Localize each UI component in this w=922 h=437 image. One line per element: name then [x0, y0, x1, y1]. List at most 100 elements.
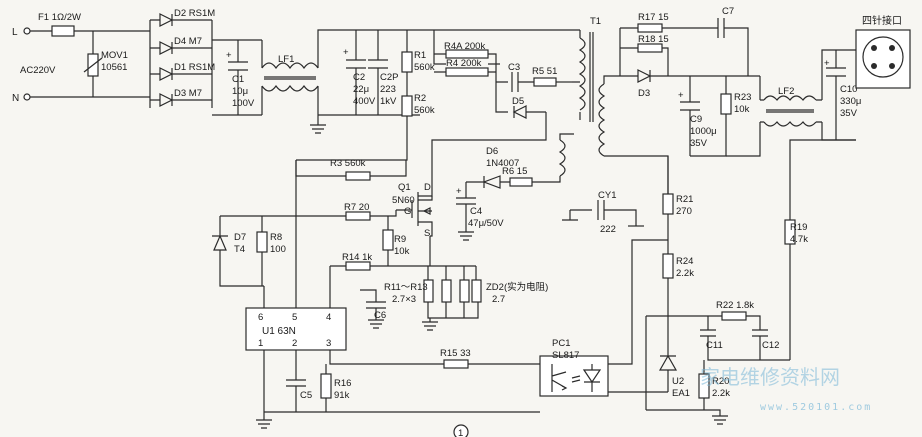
svg-text:LF1: LF1	[278, 54, 294, 65]
label-n: N	[12, 93, 19, 104]
svg-text:100: 100	[270, 244, 286, 255]
svg-text:R23: R23	[734, 92, 751, 103]
svg-text:R14 1k: R14 1k	[342, 252, 372, 263]
svg-text:D3: D3	[638, 88, 650, 99]
svg-text:D6: D6	[486, 146, 498, 157]
svg-text:C7: C7	[722, 6, 734, 17]
mosfet-q1: Q1 5N60 D G S	[392, 182, 433, 239]
svg-text:2.7: 2.7	[492, 294, 505, 305]
svg-text:C3: C3	[508, 62, 520, 73]
svg-text:91k: 91k	[334, 390, 350, 401]
svg-text:EA1: EA1	[672, 388, 690, 399]
svg-text:C5: C5	[300, 390, 312, 401]
svg-text:1: 1	[458, 428, 463, 437]
resistor-r1-r2: R1 560k R2 560k	[296, 30, 435, 161]
resistor-r7: R7 20 R9 10k	[332, 202, 410, 266]
svg-text:R8: R8	[270, 232, 282, 243]
svg-text:47μ/50V: 47μ/50V	[468, 218, 504, 229]
svg-text:R22 1.8k: R22 1.8k	[716, 300, 754, 311]
capacitor-cy1: CY1 222	[562, 190, 644, 235]
svg-text:Q1: Q1	[398, 182, 411, 193]
svg-text:R15 33: R15 33	[440, 348, 471, 359]
optocoupler-pc1: PC1 SL817	[539, 239, 668, 397]
capacitor-c6: C6	[360, 289, 386, 329]
svg-text:R11～R13: R11～R13	[384, 282, 428, 293]
gate-drive-d7-r8: D7 T4 R8 100	[212, 215, 332, 308]
four-pin-connector: 四针接口 R19 4.7k	[784, 14, 911, 360]
capacitor-c2p: C2P 223 1kV	[368, 30, 398, 115]
svg-text:6: 6	[258, 312, 263, 323]
svg-text:LF2: LF2	[778, 86, 794, 97]
svg-text:R16: R16	[334, 378, 351, 389]
current-sense-network: R14 1k R11～R13 2.7×3 ZD2(实为电阻) 2.7	[329, 236, 548, 331]
svg-text:R2: R2	[414, 93, 426, 104]
label-f1: F1 1Ω/2W	[38, 12, 81, 23]
svg-text:22μ: 22μ	[353, 84, 369, 95]
secondary-rectifier: R17 15 R18 15 C7 D3 + C9 1000μ 35V R23 1…	[603, 6, 760, 194]
svg-text:4.7k: 4.7k	[790, 234, 808, 245]
svg-text:2.2k: 2.2k	[712, 388, 730, 399]
svg-text:U2: U2	[672, 376, 684, 387]
resistor-r15: R15 33	[440, 348, 540, 369]
svg-text:R4 200k: R4 200k	[446, 58, 482, 69]
svg-text:+: +	[343, 47, 349, 58]
svg-text:2: 2	[292, 338, 297, 349]
svg-text:R9: R9	[394, 234, 406, 245]
svg-text:+: +	[678, 90, 684, 101]
watermark: 家电维修资料网 www.520101.com	[700, 365, 870, 413]
capacitor-c2: + C2 22μ 400V	[343, 30, 376, 115]
svg-text:R20: R20	[712, 376, 729, 387]
svg-text:3: 3	[326, 338, 331, 349]
svg-text:MOV1: MOV1	[101, 50, 128, 61]
svg-text:R6 15: R6 15	[502, 166, 527, 177]
svg-text:35V: 35V	[690, 138, 708, 149]
resistor-r3: R3 560k	[295, 158, 407, 181]
common-mode-choke-lf1: LF1	[238, 29, 420, 134]
svg-text:S: S	[424, 228, 430, 239]
svg-text:5N60: 5N60	[392, 195, 415, 206]
svg-text:1: 1	[258, 338, 263, 349]
svg-text:G: G	[404, 206, 411, 217]
svg-text:560k: 560k	[414, 105, 435, 116]
fuse-f1	[51, 25, 75, 37]
svg-text:10561: 10561	[101, 62, 127, 73]
svg-text:+: +	[226, 50, 232, 61]
svg-text:10μ: 10μ	[232, 86, 248, 97]
svg-text:10k: 10k	[394, 246, 410, 257]
svg-text:U1 63N: U1 63N	[262, 326, 296, 337]
svg-text:PC1: PC1	[552, 338, 570, 349]
svg-text:C11: C11	[706, 340, 723, 351]
snubber-network: R4A 200k R4 200k C3 R5 51 D5	[420, 29, 580, 197]
svg-text:R19: R19	[790, 222, 807, 233]
svg-text:1N4007: 1N4007	[486, 158, 519, 169]
capacitor-c1: + C1 10μ 100V	[212, 39, 255, 116]
svg-text:4: 4	[326, 312, 331, 323]
svg-text:R4A 200k: R4A 200k	[444, 41, 485, 52]
svg-text:CY1: CY1	[598, 190, 616, 201]
svg-text:ZD2(实为电阻): ZD2(实为电阻)	[486, 281, 548, 293]
svg-text:C2P: C2P	[380, 72, 398, 83]
svg-text:R5 51: R5 51	[532, 66, 557, 77]
svg-text:+: +	[824, 58, 830, 69]
transformer-t1: T1	[548, 16, 606, 183]
svg-text:560k: 560k	[414, 62, 435, 73]
svg-text:D2 RS1M: D2 RS1M	[174, 8, 215, 19]
svg-text:R7 20: R7 20	[344, 202, 369, 213]
svg-text:222: 222	[600, 224, 616, 235]
svg-text:D: D	[424, 182, 431, 193]
svg-text:R21: R21	[676, 194, 693, 205]
svg-text:10k: 10k	[734, 104, 750, 115]
svg-text:R24: R24	[676, 256, 693, 267]
ic-u1: 6 5 4 U1 63N 1 2 3	[245, 160, 440, 412]
svg-text:T1: T1	[590, 16, 601, 27]
svg-text:R3 560k: R3 560k	[330, 158, 366, 169]
svg-text:C12: C12	[762, 340, 779, 351]
feedback-r21-r24: R21 270 R24 2.2k	[662, 156, 694, 316]
svg-text:C10: C10	[840, 84, 857, 95]
shunt-regulator-u2: U2 EA1 R20 2.2k	[646, 316, 730, 425]
svg-text:T4: T4	[234, 244, 245, 255]
svg-text:1kV: 1kV	[380, 96, 397, 107]
svg-text:2.7×3: 2.7×3	[392, 294, 416, 305]
